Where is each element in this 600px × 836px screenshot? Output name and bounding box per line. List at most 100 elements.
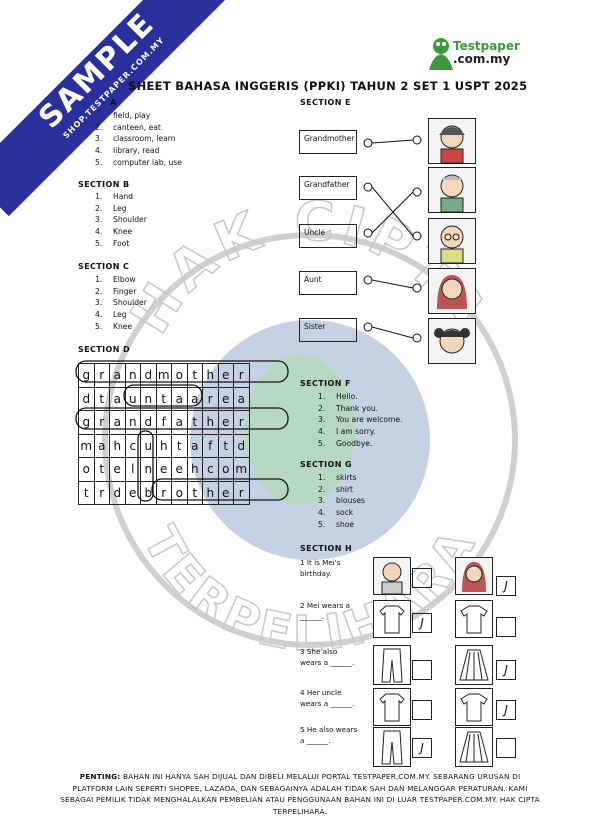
h3-trousers-image (373, 645, 411, 685)
section-a-item-text: canteen, eat (113, 122, 161, 132)
h-question-line1: 2 Mei wears a (300, 601, 350, 610)
section-c-item: 5.Knee (95, 321, 147, 333)
grid-cell[interactable]: d (233, 433, 250, 458)
section-f-item-number: 2. (318, 403, 326, 413)
section-f-item-text: Hello. (336, 392, 358, 401)
h5-skirt-image (455, 727, 493, 767)
section-a-item-number: 3. (95, 134, 103, 144)
section-g-item-text: shoe (336, 519, 355, 529)
h5-right-tick-box[interactable] (496, 738, 516, 758)
section-b-item-number: 1. (95, 192, 103, 201)
section-a-heading: A (110, 98, 117, 107)
h-question-line1: 4 Her uncle (300, 688, 342, 697)
section-g-heading: SECTION G (300, 460, 352, 469)
tick-mark: J (420, 741, 424, 755)
section-a-item-text: library, read (113, 146, 160, 156)
section-f-item-number: 4. (318, 427, 326, 437)
grid-cell[interactable]: t (93, 457, 110, 482)
h4-shirt-image (455, 688, 493, 726)
section-c-item-text: Leg (113, 310, 127, 320)
logo: Testpaper .com.my (423, 34, 523, 74)
tick-mark: J (504, 579, 508, 593)
word-search-circles (75, 360, 289, 502)
section-a-item: field, play (95, 110, 182, 122)
grid-cell[interactable]: a (233, 386, 250, 411)
section-f-item: 2. Thank you. (318, 403, 403, 415)
section-f-item-number: 5. (318, 438, 326, 448)
family-label-box: Uncle (299, 224, 357, 248)
section-b-item: 1. Hand (95, 191, 147, 203)
grid-cell[interactable]: o (78, 457, 95, 482)
grid-cell[interactable]: h (202, 480, 219, 505)
section-f-item: 1. Hello. (318, 391, 403, 403)
section-g-item: 1.skirts (318, 472, 365, 484)
logo-line2: .com.my (453, 52, 511, 66)
section-b-item-text: Foot (113, 238, 130, 248)
section-f-item: 5. Goodbye. (318, 438, 403, 450)
section-b-item-text: Hand (113, 192, 133, 201)
circle-aunt (123, 384, 203, 407)
section-b-item-number: 3. (95, 215, 103, 225)
h1-left-tick-box[interactable] (412, 568, 432, 588)
h3-skirt-image (455, 645, 493, 685)
section-c-item: 3.Shoulder (95, 297, 147, 309)
grid-cell[interactable]: h (109, 433, 126, 458)
section-a-item-text: computer lab, use (113, 157, 182, 167)
footer-text: BAHAN INI HANYA SAH DIJUAL DAN DIBELI ME… (60, 772, 540, 816)
h4-right-tick-box[interactable]: J (496, 700, 516, 720)
section-c-item: 4. Leg (95, 309, 147, 321)
section-a-item-text: field, play (113, 111, 151, 120)
section-b-heading: SECTION B (78, 180, 130, 189)
h5-left-tick-box[interactable]: J (412, 738, 432, 758)
h2-tshirt-image (455, 600, 493, 638)
h-question-line2: wears a ______. (300, 698, 355, 708)
family-label-box: Sister (299, 318, 357, 342)
section-f-item-text: Thank you. (336, 403, 379, 413)
grid-cell[interactable]: m (233, 457, 250, 482)
grid-cell[interactable]: r (233, 480, 250, 505)
section-d-heading: SECTION D (78, 345, 131, 354)
h3-left-tick-box[interactable] (412, 660, 432, 680)
section-e-heading: SECTION E (300, 98, 351, 107)
h2-right-tick-box[interactable] (496, 617, 516, 637)
section-c-item-number: 3. (95, 298, 103, 308)
section-c-item-number: 4. (95, 310, 103, 320)
h-question-line1: 5 He also wears (300, 725, 358, 734)
h4-left-tick-box[interactable] (412, 700, 432, 720)
h4-blouse-image (373, 688, 411, 726)
grid-cell[interactable]: t (78, 480, 95, 505)
h3-right-tick-box[interactable]: J (496, 660, 516, 680)
circle-grandmother (75, 360, 289, 383)
section-a-item: 5.computer lab, use (95, 157, 182, 169)
section-f-item: 4. I am sorry. (318, 426, 403, 438)
section-f-item-number: 1. (318, 392, 326, 401)
h2-left-tick-box[interactable]: J (412, 613, 432, 633)
section-c-item-number: 2. (95, 286, 103, 296)
sister-image (428, 318, 476, 364)
h-question: 2 Mei wears a______. (300, 601, 350, 622)
grid-cell[interactable]: r (93, 480, 110, 505)
h-question-line2: a ______. (300, 735, 331, 745)
section-f-item-text: I am sorry. (336, 427, 376, 437)
h1-right-tick-box[interactable]: J (496, 576, 516, 596)
footer-label: PENTING: (79, 772, 121, 781)
circle-uncle (137, 430, 154, 502)
section-f-item-text: You are welcome. (336, 415, 403, 425)
section-a-item-number: 4. (95, 146, 103, 156)
section-f-list: 1.Hello.2.Thank you.3.You are welcome.4.… (318, 391, 403, 450)
footer-notice: PENTING: BAHAN INI HANYA SAH DIJUAL DAN … (60, 771, 540, 817)
grid-cell[interactable]: c (124, 433, 141, 458)
section-f-item-text: Goodbye. (336, 438, 373, 448)
section-b-item: 5.Foot (95, 238, 147, 250)
family-label-box: Grandfather (299, 176, 357, 200)
section-c-item-text: Knee (113, 321, 133, 331)
grandfather-image (428, 167, 476, 213)
